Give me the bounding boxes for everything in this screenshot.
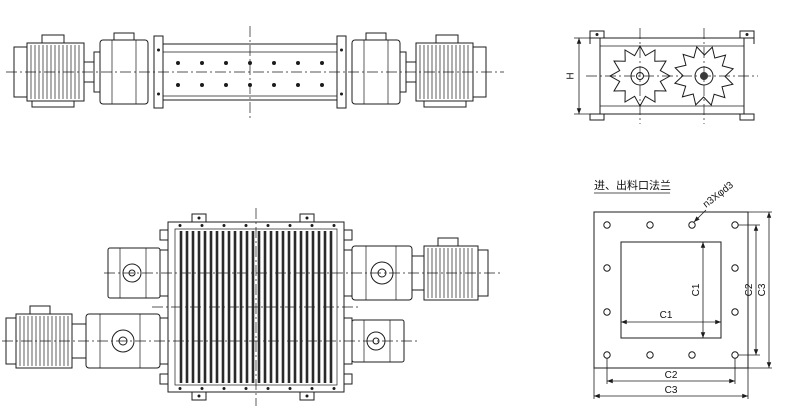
flange-opening	[620, 241, 722, 339]
right-motor	[405, 34, 487, 108]
left-gearbox	[93, 32, 149, 105]
left-motor	[13, 34, 95, 108]
right-rotor	[673, 45, 735, 107]
top-flange-right	[739, 30, 755, 39]
motor-fins	[419, 45, 469, 99]
upper-left-bearing-block	[107, 247, 169, 299]
motor-foot	[423, 100, 467, 108]
left-rotor	[608, 44, 672, 108]
dim-c1-vertical-label: C1	[691, 283, 702, 296]
terminal-box	[435, 34, 459, 44]
terminal-box	[41, 34, 65, 44]
plan-view	[2, 208, 500, 406]
flange-detail-view: 进、出料口法兰 n3Xφd3 C1 C1 C2 C3 C2	[593, 178, 772, 399]
bolt-count-note: n3Xφd3	[701, 180, 736, 211]
body-bolts	[176, 61, 324, 87]
crusher-body	[153, 35, 347, 109]
dim-c1-horizontal-label: C1	[660, 310, 673, 321]
flange-bolt-holes	[603, 221, 739, 359]
flange-title: 进、出料口法兰	[594, 178, 671, 192]
section-view: H	[566, 28, 758, 124]
motor-foot	[31, 100, 75, 108]
front-view	[6, 26, 504, 118]
dim-c2-horizontal-label: C2	[665, 370, 678, 381]
motor-fins	[30, 45, 80, 99]
terminal-box	[29, 305, 51, 315]
shell	[162, 43, 338, 101]
dim-c2-vertical-label: C2	[744, 283, 755, 296]
dim-c3-vertical-label: C3	[757, 283, 768, 296]
dim-c3-horizontal-label: C3	[665, 385, 678, 396]
motor-fins	[427, 248, 473, 298]
height-dimension-label: H	[566, 72, 577, 79]
fan-cowl	[477, 249, 489, 297]
flange-outline	[593, 211, 749, 369]
lower-right-bearing-block	[343, 317, 405, 365]
flange-bolts	[178, 224, 336, 390]
grate-bars	[179, 231, 333, 383]
fan-cowl	[472, 46, 487, 98]
casing-outline	[167, 221, 345, 393]
upper-right-drive	[343, 237, 489, 301]
terminal-box	[437, 237, 459, 247]
right-gearbox	[351, 32, 407, 105]
lower-left-drive	[5, 305, 169, 369]
motor-fins	[19, 316, 69, 366]
